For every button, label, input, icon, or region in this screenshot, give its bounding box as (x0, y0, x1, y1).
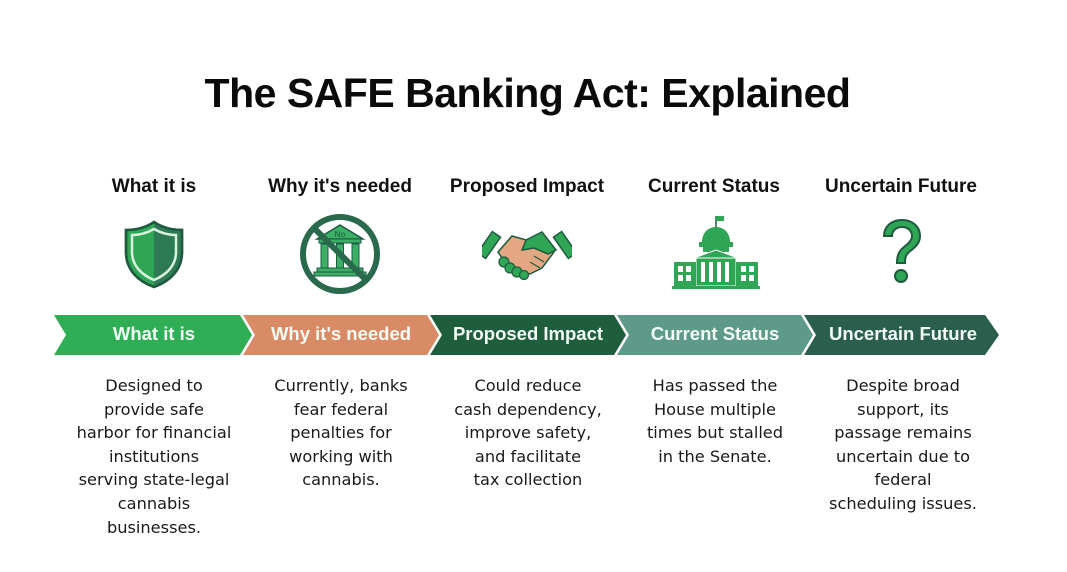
description-line: cannabis (117, 493, 191, 513)
description-line: Currently, banks (274, 376, 408, 395)
description-line: times but stalled (646, 423, 784, 443)
description-what-it-is: Designed to provide safe harbor for fina… (59, 374, 249, 539)
chevron-step-4 (617, 315, 813, 355)
description-line: fear federal (293, 399, 389, 419)
description-line: Could reduce (474, 376, 582, 395)
chevron-label-proposed-impact: Proposed Impact (452, 323, 604, 344)
description-line: provide safe (104, 399, 204, 419)
description-line: in the Senate. (658, 446, 772, 466)
description-line: businesses. (106, 517, 202, 537)
heading-why-needed: Why it's needed (268, 176, 412, 197)
description-uncertain-future: Despite broad support, its passage remai… (808, 374, 998, 516)
description-line: cannabis. (302, 470, 380, 490)
description-line: institutions (108, 446, 200, 466)
chevron-step-5 (804, 315, 999, 355)
heading-proposed-impact: Proposed Impact (449, 176, 605, 197)
heading-what-it-is: What it is (111, 176, 197, 197)
description-line: tax collection (473, 470, 583, 490)
description-current-status: Has passed the House multiple times but … (620, 374, 810, 468)
chevron-step-2 (243, 315, 439, 355)
description-line: passage remains (834, 423, 972, 443)
description-line: uncertain due to (835, 446, 971, 466)
capitol-building-icon (672, 216, 760, 289)
description-line: cash dependency, (454, 399, 602, 419)
description-line: penalties for (290, 423, 392, 443)
chevron-label-current-status: Current Status (650, 323, 780, 344)
description-line: federal (874, 470, 932, 490)
no-bank-label: No (335, 230, 346, 239)
description-line: and facilitate (474, 446, 582, 466)
chevron-label-what-it-is: What it is (112, 323, 196, 344)
description-line: harbor for financial (76, 423, 232, 443)
chevron-label-uncertain-future: Uncertain Future (828, 323, 978, 344)
chevron-label-why-needed: Why it's needed (270, 323, 412, 344)
description-line: serving state-legal (78, 470, 230, 490)
heading-current-status: Current Status (648, 176, 780, 197)
description-line: Designed to (105, 376, 203, 395)
page-title: The SAFE Banking Act: Explained (204, 70, 851, 116)
no-bank-icon: No (300, 214, 380, 294)
heading-uncertain-future: Uncertain Future (824, 176, 978, 197)
chevron-step-1 (54, 315, 252, 355)
description-line: support, its (857, 399, 949, 419)
description-line: improve safety, (464, 423, 592, 443)
description-line: Despite broad (846, 376, 960, 395)
description-line: House multiple (654, 399, 776, 419)
chevron-step-3 (430, 315, 626, 355)
description-why-needed: Currently, banks fear federal penalties … (246, 374, 436, 492)
shield-icon (124, 220, 184, 289)
description-line: Has passed the (652, 376, 778, 395)
handshake-icon (482, 230, 572, 280)
description-line: working with (289, 446, 393, 466)
question-mark-icon (882, 218, 922, 283)
description-line: scheduling issues. (829, 493, 977, 513)
description-proposed-impact: Could reduce cash dependency, improve sa… (433, 374, 623, 492)
